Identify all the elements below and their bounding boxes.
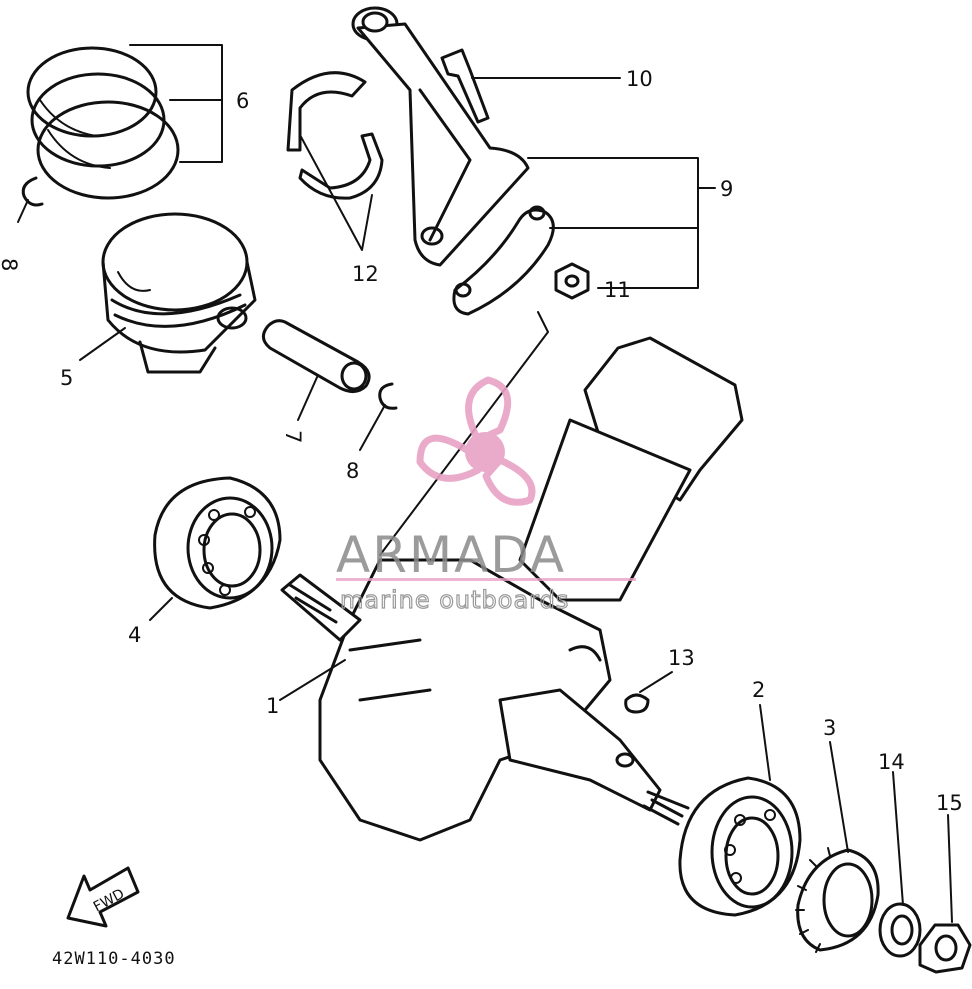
callout-13: 13: [668, 646, 695, 670]
woodruff-key: [624, 693, 650, 714]
conrod-nut: [554, 262, 590, 300]
callout-1: 1: [266, 694, 279, 718]
watermark-tagline: marine outboards: [340, 586, 569, 614]
callout-8-left: 8: [0, 258, 21, 271]
piston-rings: [26, 46, 180, 200]
crankshaft: [280, 336, 744, 842]
conrod-bolt: [440, 48, 490, 124]
callout-2: 2: [752, 678, 765, 702]
drawing-code: 42W110-4030: [52, 949, 176, 969]
callout-12: 12: [352, 262, 379, 286]
callout-8-right: 8: [346, 459, 359, 483]
fwd-arrow: FWD: [66, 866, 140, 928]
circlip-right: [378, 382, 398, 410]
watermark-brand: ARMADA: [336, 526, 566, 584]
callout-9: 9: [720, 177, 733, 201]
armada-watermark: ARMADA marine outboards: [336, 376, 636, 615]
circlip-left: [21, 176, 44, 207]
connecting-rod: [351, 6, 530, 267]
bearing-left: [153, 476, 282, 610]
bearing-shells: [286, 71, 384, 200]
callout-5: 5: [60, 366, 73, 390]
callout-4: 4: [128, 623, 141, 647]
callout-10: 10: [626, 67, 653, 91]
crank-gear: [795, 847, 880, 953]
callout-3: 3: [823, 716, 836, 740]
callout-11: 11: [604, 278, 631, 302]
callouts: 1 2 3 4 5 6 7 8 8 9 10 11 12 13 14 15: [0, 67, 963, 815]
washer: [878, 902, 922, 958]
callout-7: 7: [281, 430, 305, 443]
bearing-right: [678, 776, 802, 917]
nut: [918, 923, 972, 974]
piston: [101, 212, 257, 374]
leader-lines: [17, 44, 953, 923]
propeller-icon: [416, 376, 536, 506]
piston-pin: [262, 319, 371, 393]
callout-6: 6: [236, 89, 249, 113]
callout-14: 14: [878, 750, 905, 774]
callout-15: 15: [936, 791, 963, 815]
